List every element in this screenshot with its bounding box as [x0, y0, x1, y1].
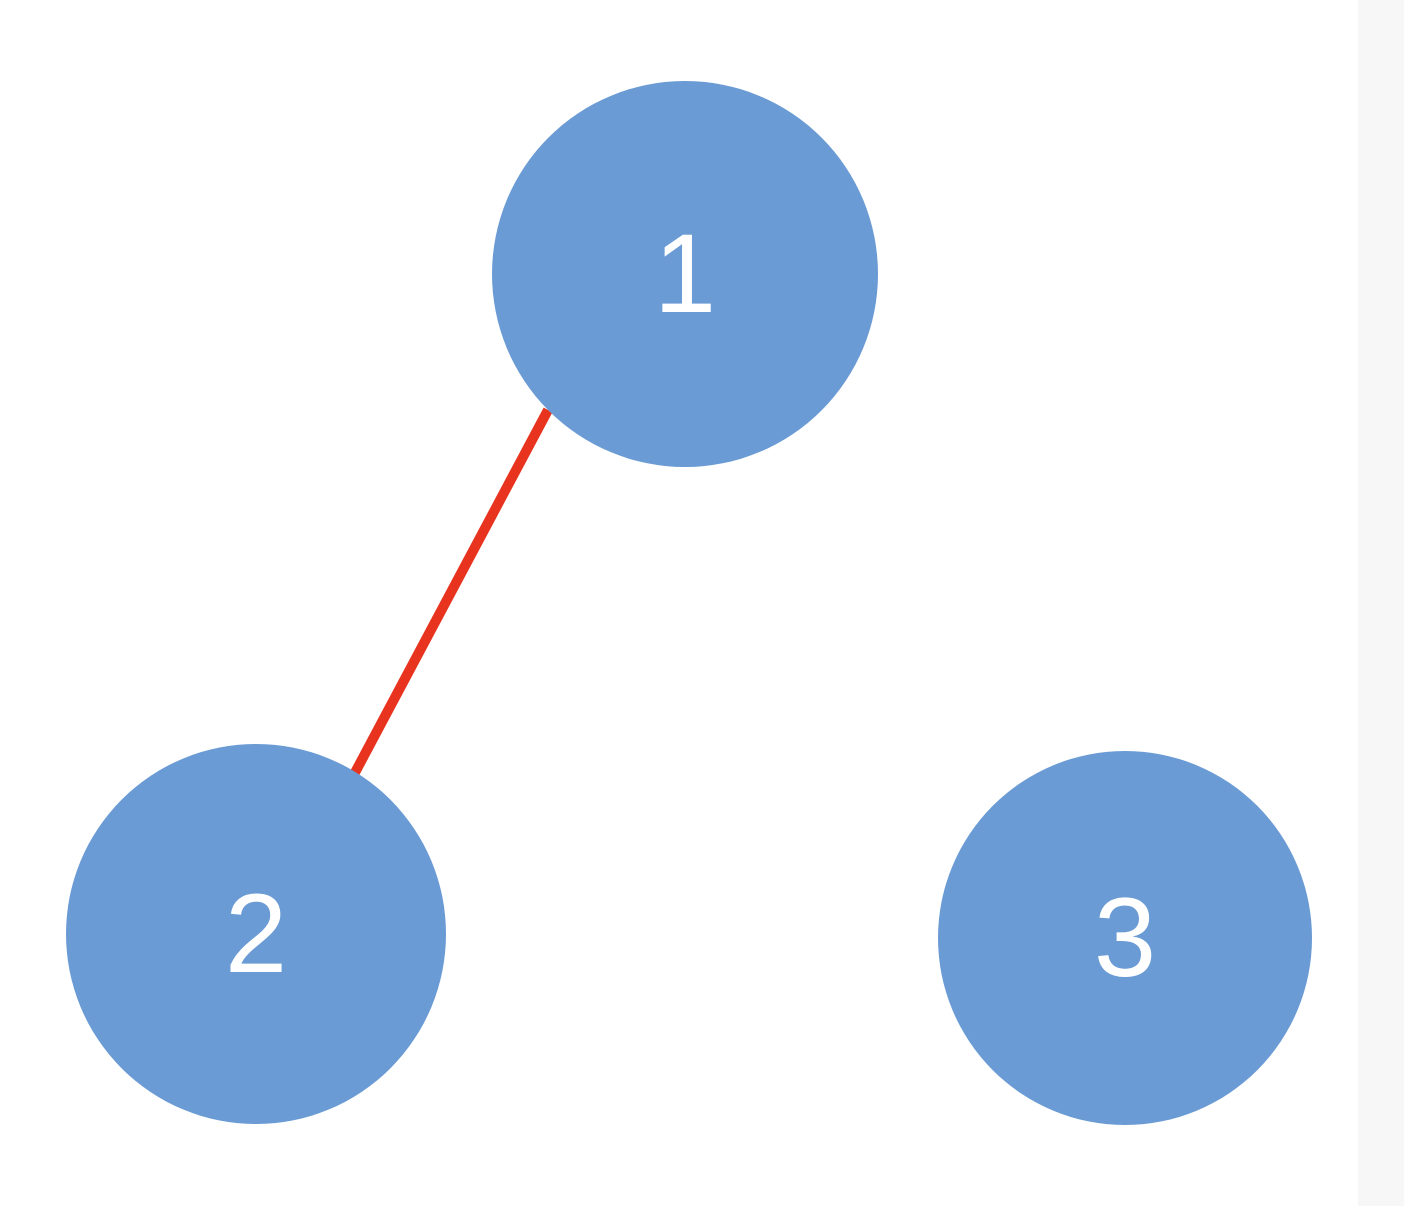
graph-node-1-label: 1 — [653, 211, 717, 336]
graph-node-3-label: 3 — [1093, 875, 1157, 1000]
graph-node-1[interactable]: 1 — [492, 81, 878, 467]
graph-node-2-label: 2 — [224, 871, 288, 996]
graph-node-3[interactable]: 3 — [938, 751, 1312, 1125]
right-gutter-strip — [1358, 0, 1404, 1206]
graph-edge-1-2[interactable] — [345, 407, 553, 785]
graph-node-2[interactable]: 2 — [66, 744, 446, 1124]
